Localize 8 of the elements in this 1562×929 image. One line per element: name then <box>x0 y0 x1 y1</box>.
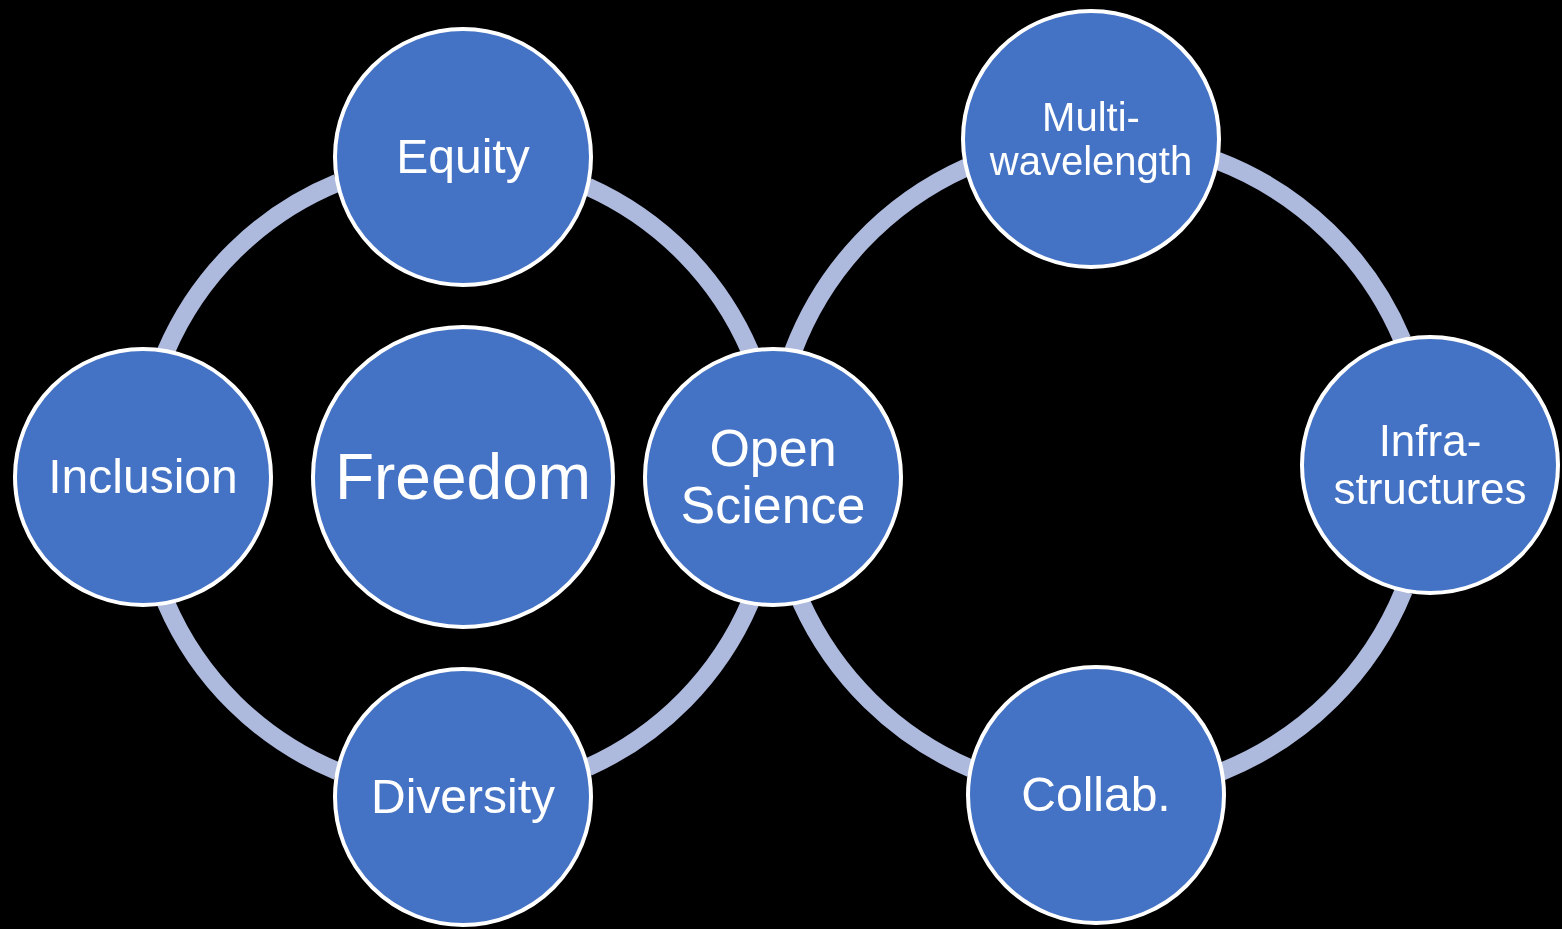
node-label: Multi- wavelength <box>988 95 1194 183</box>
node-label: Inclusion <box>48 450 238 504</box>
node-label: Equity <box>396 130 530 184</box>
node-label: Freedom <box>334 441 592 513</box>
node-label: Infra- structures <box>1332 416 1528 514</box>
node-label: Diversity <box>371 770 555 824</box>
node-label: Open Science <box>679 419 867 535</box>
node-label: Collab. <box>1021 768 1171 822</box>
